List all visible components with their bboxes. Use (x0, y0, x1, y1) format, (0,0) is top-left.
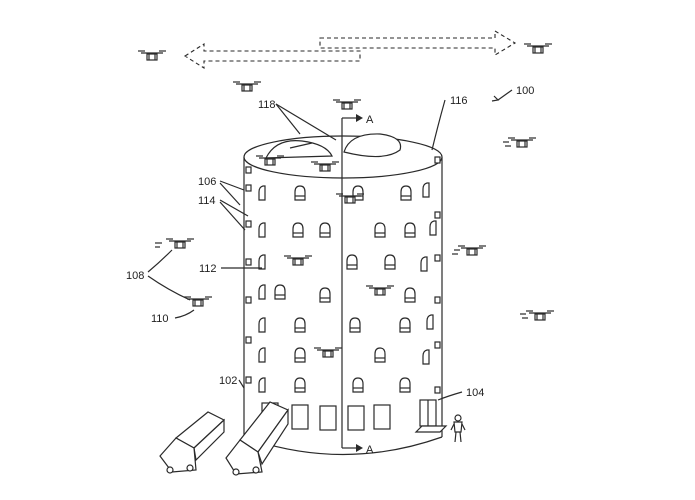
drone-icon (525, 310, 555, 321)
drone-icon (165, 238, 195, 249)
section-line: A A (341, 114, 374, 456)
ref-label-truck-bay: 102 (219, 375, 237, 387)
drone-icon (332, 99, 362, 110)
drone-icon (232, 81, 262, 92)
building (243, 133, 448, 456)
dashed-double-arrow-icon (183, 30, 517, 69)
roof-opening-right (343, 133, 402, 158)
roof-opening-left (265, 140, 333, 159)
leader-lines (147, 89, 513, 401)
drone-icon (523, 43, 553, 54)
drone-icon (137, 50, 167, 61)
drones (137, 43, 555, 358)
person-icon (450, 414, 466, 443)
ref-label-wall: 112 (199, 263, 217, 275)
section-label-top: A (366, 114, 374, 126)
ref-label-facility: 100 (516, 85, 534, 97)
ref-label-drone: 110 (151, 313, 169, 325)
ref-label-entrance: 104 (466, 387, 484, 399)
drone-icon (183, 296, 213, 307)
section-label-bottom: A (366, 444, 374, 456)
reference-numerals: 100 116 118 106 114 112 108 110 102 104 (126, 85, 534, 399)
drone-icon (507, 137, 537, 148)
ref-label-drone-group: 108 (126, 270, 144, 282)
entrance (414, 399, 448, 433)
drone-icon (457, 245, 487, 256)
ref-label-roof-openings: 118 (258, 99, 276, 111)
truck-icon (225, 401, 289, 476)
ref-label-ports: 106 (198, 176, 216, 188)
ref-label-windows: 114 (198, 195, 216, 207)
truck-icon (159, 411, 226, 474)
ref-label-top-edge: 116 (450, 95, 468, 107)
